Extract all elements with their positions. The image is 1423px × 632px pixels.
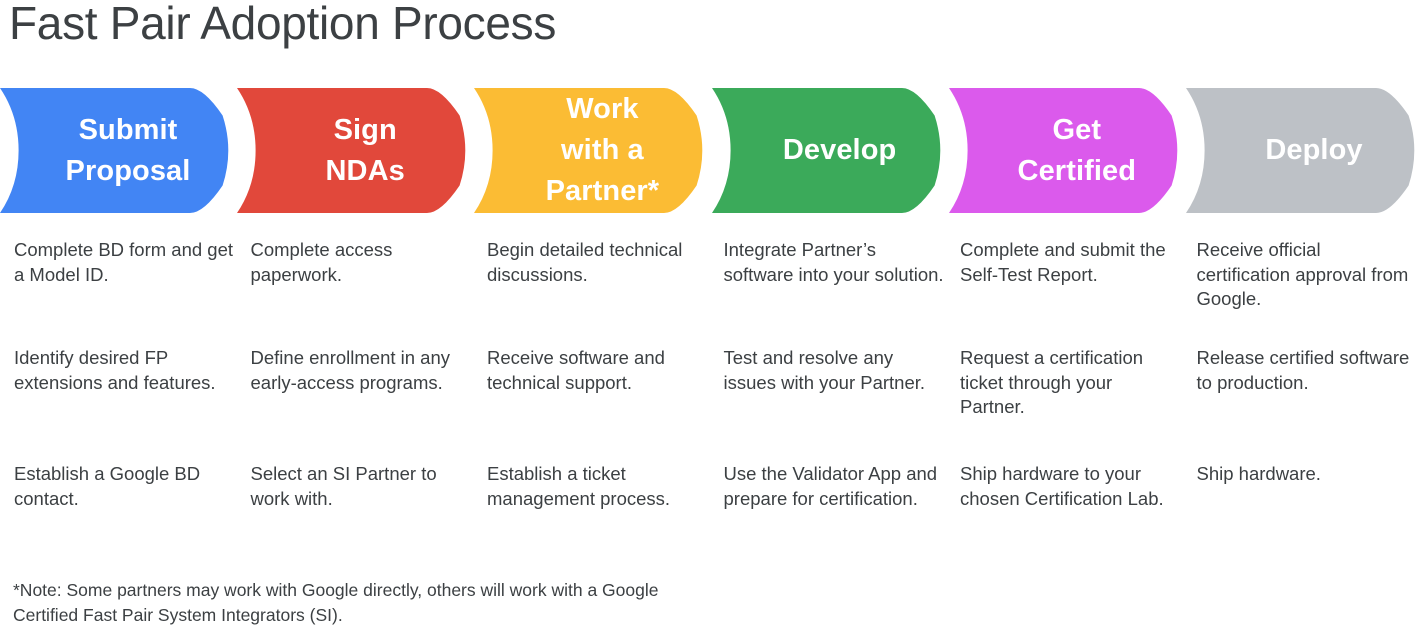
process-step-2[interactable]: Work with a Partner* <box>474 88 708 213</box>
process-step-label: Develop <box>782 134 897 166</box>
step-detail-item: Select an SI Partner to work with. <box>250 463 437 509</box>
process-step-label: Work with a Partner* <box>545 93 660 207</box>
step-detail-item: Test and resolve any issues with your Pa… <box>723 347 926 393</box>
step-detail-item: Receive software and technical support. <box>487 347 665 393</box>
step-detail-item: Complete BD form and get a Model ID. <box>14 239 234 285</box>
chevron-shape-icon <box>711 88 946 213</box>
process-step-0[interactable]: Submit Proposal <box>0 88 234 213</box>
step-detail-item: Establish a Google BD contact. <box>14 463 201 509</box>
step-detail-item: Ship hardware to your chosen Certificati… <box>960 463 1164 509</box>
chevron-shape-icon <box>948 88 1183 213</box>
step-detail-item: Use the Validator App and prepare for ce… <box>723 463 938 509</box>
step-detail-item: Integrate Partner’s software into your s… <box>723 239 944 285</box>
chevron-shape-icon <box>1186 88 1420 213</box>
process-step-5[interactable]: Deploy <box>1186 88 1420 213</box>
step-detail-item: Request a certification ticket through y… <box>960 347 1144 417</box>
step-detail-item: Release certified software to production… <box>1196 347 1410 393</box>
footnote-note: *Note: Some partners may work with Googl… <box>13 580 659 625</box>
process-step-1[interactable]: Sign NDAs <box>237 88 471 213</box>
step-detail-item: Establish a ticket management process. <box>487 463 671 509</box>
process-step-label: Deploy <box>1265 134 1363 166</box>
process-step-label: Submit Proposal <box>65 113 191 187</box>
step-detail-item: Ship hardware. <box>1196 463 1321 484</box>
step-detail-item: Define enrollment in any early-access pr… <box>250 347 451 393</box>
step-detail-item: Complete and submit the Self-Test Report… <box>960 239 1166 285</box>
step-detail-item: Begin detailed technical discussions. <box>487 239 683 285</box>
step-detail-item: Complete access paperwork. <box>250 239 393 285</box>
step-detail-item: Identify desired FP extensions and featu… <box>14 347 216 393</box>
process-step-label: Get Certified <box>1017 113 1137 187</box>
chevron-shape-icon <box>237 88 471 213</box>
process-step-label: Sign NDAs <box>325 113 405 187</box>
process-step-3[interactable]: Develop <box>711 88 946 213</box>
chevron-shape-icon <box>474 88 708 213</box>
chevron-shape-icon <box>0 88 234 213</box>
process-step-4[interactable]: Get Certified <box>948 88 1183 213</box>
page-title: Fast Pair Adoption Process <box>9 0 557 49</box>
process-step-band: Submit Proposal Sign NDAs Work with a Pa… <box>0 88 1423 213</box>
step-detail-item: Receive official certification approval … <box>1196 239 1409 309</box>
